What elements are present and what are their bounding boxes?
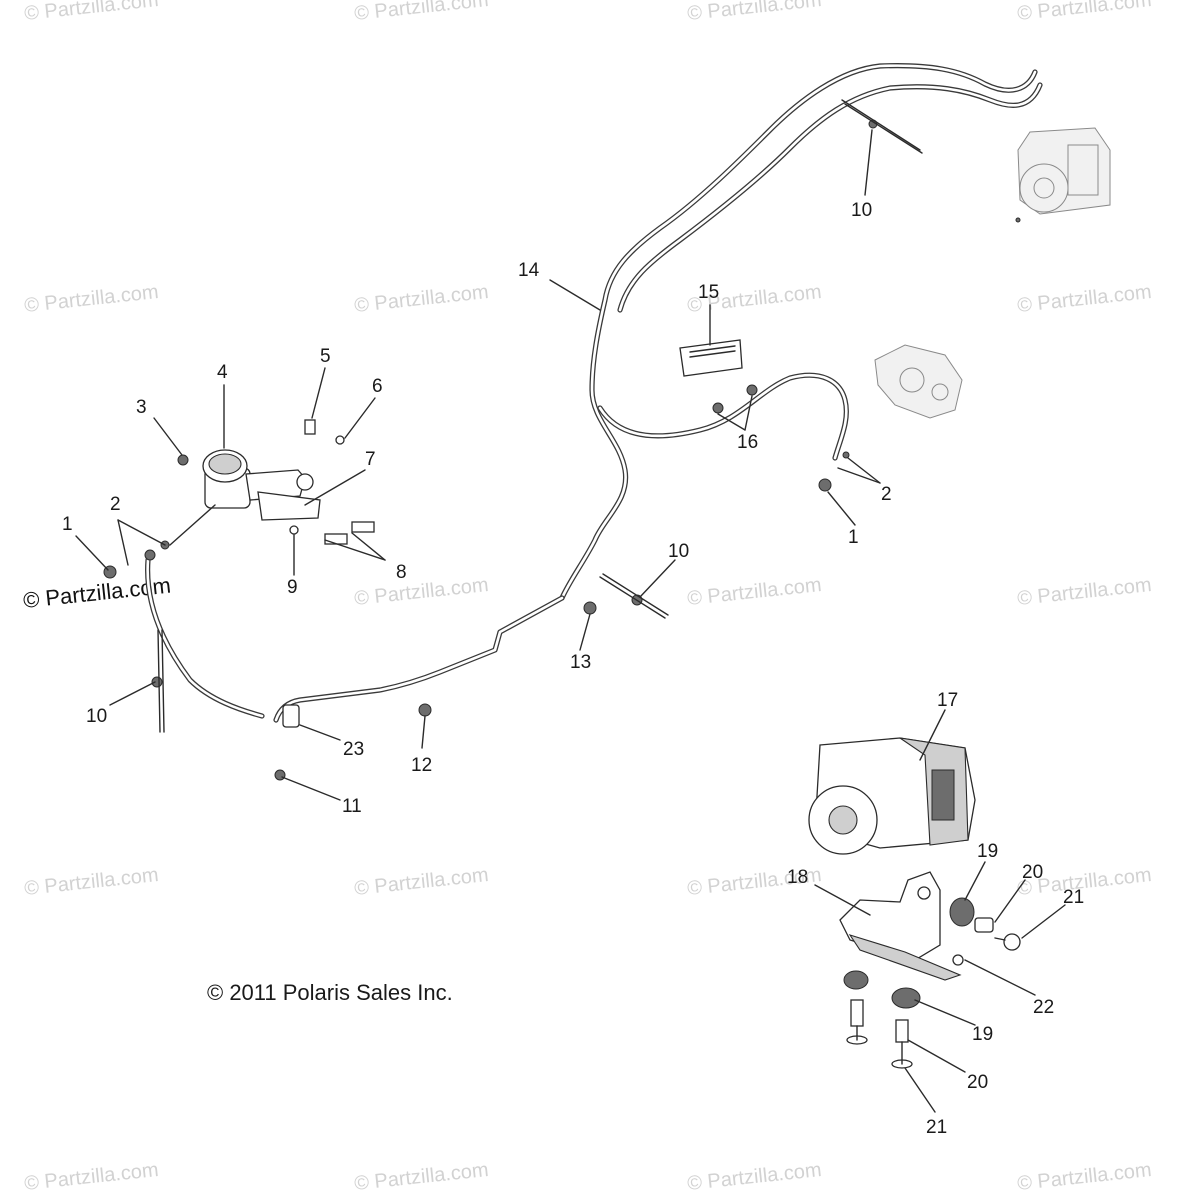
callout-10: 10 [86, 706, 107, 727]
abs-module [808, 737, 976, 855]
callout-4: 4 [217, 362, 228, 383]
callout-2: 2 [110, 494, 121, 515]
callout-16: 16 [737, 432, 758, 453]
abs-bracket [839, 871, 962, 981]
callout-15: 15 [698, 282, 719, 303]
watermark-layer: © Partzilla.com © Partzilla.com © Partzi… [22, 0, 1153, 1195]
callout-20: 20 [1022, 862, 1043, 883]
callout-8: 8 [396, 562, 407, 583]
lower-hard-line [273, 595, 565, 723]
rear-caliper-ghost [874, 344, 963, 419]
callout-1: 1 [62, 514, 73, 535]
callout-14: 14 [518, 260, 540, 281]
callout-labels: 1 2 3 4 5 6 7 8 9 10 10 10 11 12 13 14 1… [62, 200, 1084, 1138]
watermark: © Partzilla.com [23, 864, 159, 900]
watermark: © Partzilla.com [353, 0, 489, 25]
watermark: © Partzilla.com [1016, 0, 1152, 25]
callout-17: 17 [937, 690, 958, 711]
watermark: © Partzilla.com [353, 281, 489, 317]
leader-lines [75, 129, 1066, 1113]
callout-9: 9 [287, 577, 298, 598]
small-hardware [103, 119, 1021, 781]
callout-2: 2 [881, 484, 892, 505]
watermark: © Partzilla.com [353, 864, 489, 900]
callout-20: 20 [967, 1072, 988, 1093]
callout-13: 13 [570, 652, 591, 673]
watermark: © Partzilla.com [353, 1159, 489, 1195]
watermark: © Partzilla.com [686, 574, 822, 610]
copyright-notice: © 2011 Polaris Sales Inc. [207, 980, 453, 1005]
master-cylinder [202, 449, 321, 521]
callout-10: 10 [668, 541, 689, 562]
cable-ties [157, 99, 923, 733]
callout-12: 12 [411, 755, 432, 776]
callout-11: 11 [342, 796, 362, 817]
line-clamp [679, 339, 743, 377]
watermark: © Partzilla.com [23, 281, 159, 317]
watermark: © Partzilla.com [23, 0, 159, 25]
callout-22: 22 [1033, 997, 1054, 1018]
mount-hardware [843, 897, 1021, 1069]
callout-5: 5 [320, 346, 331, 367]
watermark: © Partzilla.com [686, 0, 822, 25]
watermark: © Partzilla.com [1016, 281, 1152, 317]
watermark: © Partzilla.com [353, 574, 489, 610]
watermark: © Partzilla.com [1016, 574, 1152, 610]
watermark: © Partzilla.com [1016, 1159, 1152, 1195]
callout-21: 21 [926, 1117, 947, 1138]
callout-21: 21 [1063, 887, 1084, 908]
callout-1: 1 [848, 527, 859, 548]
watermark: © Partzilla.com [686, 1159, 822, 1195]
brake-lines [145, 63, 1043, 723]
upper-brake-line [617, 82, 1043, 313]
callout-10: 10 [851, 200, 872, 221]
main-brake-line [559, 63, 1038, 601]
watermark: © Partzilla.com [23, 1159, 159, 1195]
callout-6: 6 [372, 376, 383, 397]
abs-module-ghost [1017, 127, 1111, 215]
callout-3: 3 [136, 397, 147, 418]
callout-7: 7 [365, 449, 376, 470]
callout-23: 23 [343, 739, 364, 760]
callout-19: 19 [972, 1024, 993, 1045]
callout-18: 18 [787, 867, 808, 888]
callout-19: 19 [977, 841, 998, 862]
